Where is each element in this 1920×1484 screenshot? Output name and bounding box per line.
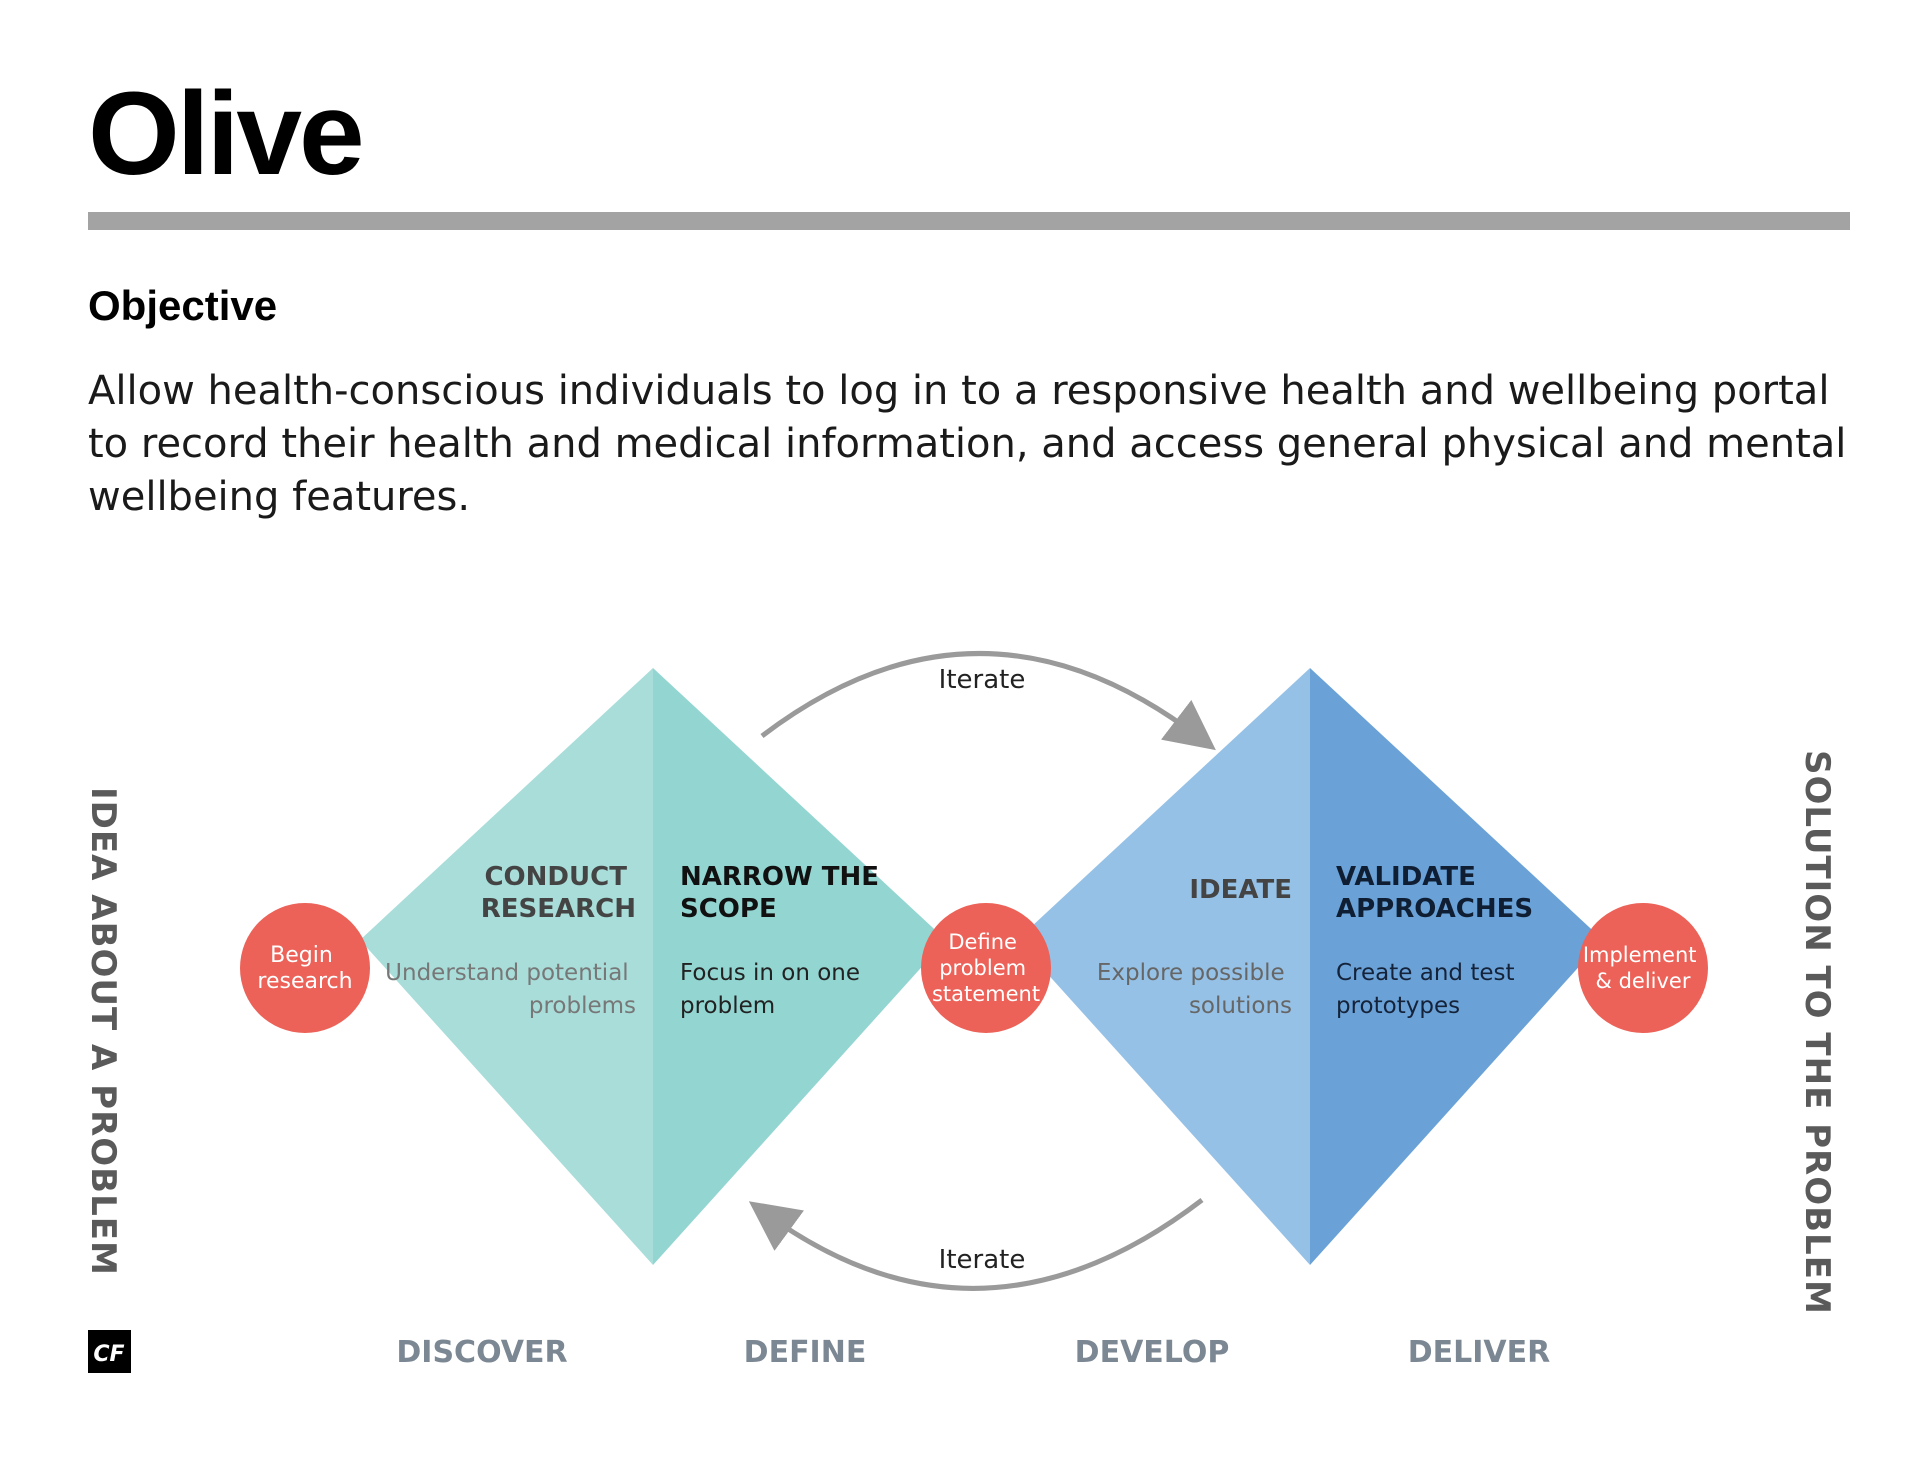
cf-logo-text: CF (93, 1342, 124, 1367)
conduct-title-1: CONDUCT (484, 862, 627, 892)
phase-define: DEFINE (744, 1335, 867, 1370)
narrow-scope-quadrant (653, 668, 946, 1265)
validate-desc-2: prototypes (1336, 993, 1460, 1019)
conduct-title-2: RESEARCH (481, 894, 636, 924)
conduct-desc-2: problems (529, 993, 636, 1019)
ideate-desc-1: Explore possible (1097, 960, 1285, 986)
iterate-bottom-label: Iterate (939, 1245, 1026, 1275)
validate-title-2: APPROACHES (1336, 894, 1533, 924)
svg-text:Understand potential probl: Understand potential problems (385, 960, 636, 1019)
objective-text: Allow health-conscious individuals to lo… (88, 368, 1847, 520)
define-line-3: statement (932, 982, 1040, 1006)
iterate-top-label: Iterate (939, 665, 1026, 695)
cf-logo (88, 1330, 131, 1373)
svg-text:Define problem stateme: Define problem statement (932, 930, 1040, 1006)
title-divider (88, 212, 1850, 230)
iterate-bottom-arrow (748, 1198, 1204, 1291)
ideate-title: IDEATE (1189, 875, 1292, 905)
svg-text:Explore possible solutions: Explore possible solutions (1097, 960, 1292, 1019)
validate-quadrant (1310, 668, 1603, 1265)
objective-heading: Objective (88, 282, 278, 329)
narrow-desc-2: problem (680, 993, 775, 1019)
phase-develop: DEVELOP (1075, 1335, 1230, 1370)
solution-to-problem-label: SOLUTION TO THE PROBLEM (1797, 750, 1837, 1315)
svg-text:VALIDATE APPROACHES: VALIDATE APPROACHES (1336, 862, 1533, 924)
narrow-desc-1: Focus in on one (680, 960, 860, 986)
page-title: Olive (88, 68, 365, 200)
conduct-desc-1: Understand potential (385, 960, 629, 986)
ideate-quadrant (1017, 668, 1310, 1265)
define-line-1: Define (948, 930, 1017, 954)
svg-text:Implement & deliver: Implement & deliver (1583, 943, 1703, 993)
implement-line-2: & deliver (1596, 969, 1691, 993)
begin-line-2: research (257, 969, 352, 994)
validate-title-1: VALIDATE (1336, 862, 1476, 892)
define-problem-node (921, 903, 1051, 1033)
svg-text:IDEATE: IDEATE (1189, 875, 1292, 905)
validate-desc-1: Create and test (1336, 960, 1515, 986)
conduct-research-quadrant (360, 668, 653, 1265)
idea-about-problem-label: IDEA ABOUT A PROBLEM (83, 787, 123, 1276)
svg-text:CONDUCT RESEARCH: CONDUCT RESEARCH (481, 862, 636, 924)
narrow-title-2: SCOPE (680, 894, 777, 924)
svg-text:NARROW THE SCOPE: NARROW THE SCOPE (680, 862, 888, 924)
define-line-2: problem (939, 956, 1026, 980)
implement-line-1: Implement (1583, 943, 1697, 967)
narrow-title-1: NARROW THE (680, 862, 879, 892)
svg-text:Focus in on one problem: Focus in on one problem (680, 960, 867, 1019)
implement-deliver-node (1578, 903, 1708, 1033)
phase-deliver: DELIVER (1408, 1335, 1551, 1370)
begin-research-node (240, 903, 370, 1033)
ideate-desc-2: solutions (1189, 993, 1292, 1019)
phase-discover: DISCOVER (396, 1335, 567, 1370)
svg-text:Create and test prototypes: Create and test prototypes (1336, 960, 1522, 1019)
svg-text:Begin research: Begin research (257, 943, 352, 994)
double-diamond-diagram: Iterate Iterate Begin research Define pr… (83, 651, 1837, 1373)
begin-line-1: Begin (270, 943, 333, 968)
iterate-top-arrow (760, 651, 1216, 751)
